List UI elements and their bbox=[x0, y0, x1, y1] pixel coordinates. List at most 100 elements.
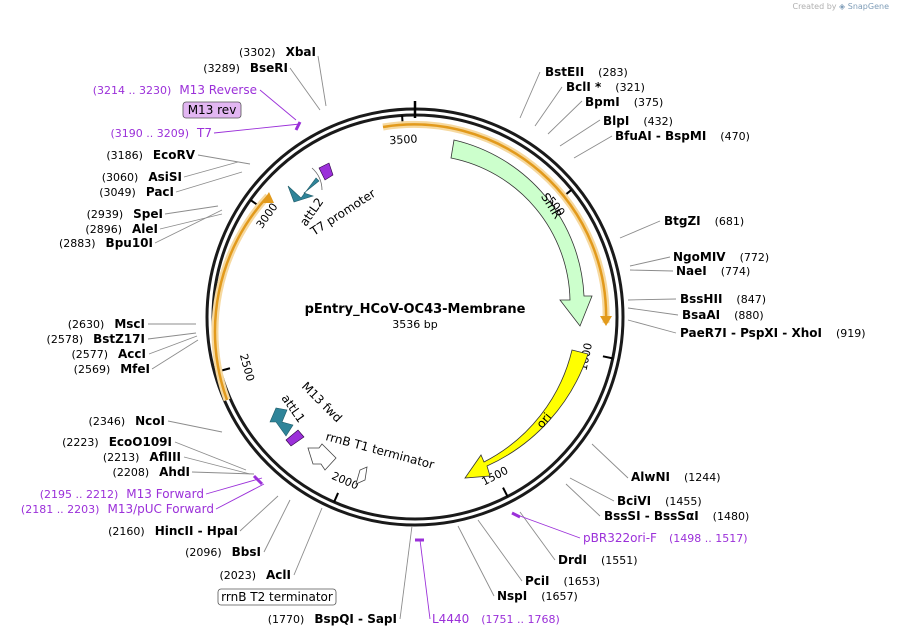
primer-label[interactable]: L4440 bbox=[432, 612, 469, 626]
site-label[interactable]: SpeI bbox=[133, 207, 163, 221]
snapgene-logo-icon: ◈ bbox=[839, 2, 846, 11]
svg-text:PciI(1653): PciI(1653) bbox=[525, 574, 600, 588]
primer-label[interactable]: T7 bbox=[196, 126, 212, 140]
m13-forward-marker bbox=[252, 474, 264, 486]
leader-line bbox=[419, 539, 431, 620]
site-label[interactable]: BtgZI bbox=[664, 214, 701, 228]
svg-text:BciVI(1455): BciVI(1455) bbox=[617, 494, 702, 508]
leader-line bbox=[629, 256, 671, 267]
pbr322ori-marker bbox=[511, 511, 521, 519]
m13-rev-label: M13 rev bbox=[188, 103, 237, 117]
svg-text:BpmI(375): BpmI(375) bbox=[585, 95, 663, 109]
primer-label[interactable]: pBR322ori-F bbox=[583, 531, 657, 545]
site-label[interactable]: AccI bbox=[118, 347, 146, 361]
leader-line bbox=[263, 499, 291, 553]
snapgene-credit: Created by ◈ SnapGene bbox=[792, 2, 889, 11]
leader-line bbox=[205, 477, 263, 495]
site-label[interactable]: NspI bbox=[497, 589, 527, 603]
plasmid-name: pEntry_HCoV-OC43-Membrane bbox=[305, 302, 526, 317]
site-label[interactable]: PacI bbox=[146, 185, 174, 199]
site-label[interactable]: MfeI bbox=[120, 362, 150, 376]
site-label[interactable]: BsaAI bbox=[682, 308, 720, 322]
credit-brand: SnapGene bbox=[847, 2, 889, 11]
site-label[interactable]: HincII - HpaI bbox=[155, 524, 238, 538]
site-label[interactable]: AflIII bbox=[149, 450, 181, 464]
leader-line bbox=[183, 161, 239, 178]
leader-line bbox=[317, 55, 327, 107]
primer-label[interactable]: M13/pUC Forward bbox=[107, 502, 214, 516]
svg-text:NgoMIV(772): NgoMIV(772) bbox=[673, 250, 769, 264]
site-label[interactable]: BclI * bbox=[566, 80, 602, 94]
tick-mark bbox=[602, 355, 613, 360]
site-label[interactable]: XbaI bbox=[286, 45, 316, 59]
svg-text:(3060)AsiSI: (3060)AsiSI bbox=[102, 170, 182, 184]
tick-mark bbox=[502, 487, 509, 497]
site-label[interactable]: BfuAI - BspMI bbox=[615, 129, 706, 143]
svg-text:(3302)XbaI: (3302)XbaI bbox=[239, 45, 316, 59]
rrnb-t2-arrow[interactable] bbox=[355, 466, 368, 485]
leader-line bbox=[569, 477, 615, 502]
site-label[interactable]: BbsI bbox=[232, 545, 261, 559]
site-label[interactable]: MscI bbox=[114, 317, 145, 331]
site-label[interactable]: PaeR7I - PspXI - XhoI bbox=[680, 326, 822, 340]
site-label[interactable]: BpmI bbox=[585, 95, 620, 109]
site-label[interactable]: Bpu10I bbox=[106, 236, 153, 250]
svg-text:(3214 .. 3230)M13 Reverse: (3214 .. 3230)M13 Reverse bbox=[93, 83, 257, 97]
ori-arrow[interactable] bbox=[464, 349, 589, 479]
site-label[interactable]: BspQI - SapI bbox=[314, 612, 397, 626]
site-label[interactable]: PciI bbox=[525, 574, 550, 588]
site-label[interactable]: AsiSI bbox=[148, 170, 182, 184]
leader-line bbox=[259, 89, 297, 121]
site-label[interactable]: BssSI - BssSαI bbox=[604, 509, 699, 523]
primer-label[interactable]: M13 Forward bbox=[126, 487, 204, 501]
site-label[interactable]: EcoRV bbox=[153, 148, 196, 162]
leader-line bbox=[159, 213, 223, 230]
attl1-arrow[interactable] bbox=[269, 407, 294, 437]
svg-text:(2883)Bpu10I: (2883)Bpu10I bbox=[59, 236, 153, 250]
svg-text:NaeI(774): NaeI(774) bbox=[676, 264, 750, 278]
site-label[interactable]: BciVI bbox=[617, 494, 651, 508]
svg-text:(2096)BbsI: (2096)BbsI bbox=[185, 545, 261, 559]
m13-fwd-marker[interactable] bbox=[285, 429, 305, 447]
svg-text:BfuAI - BspMI(470): BfuAI - BspMI(470) bbox=[615, 129, 750, 143]
t7-promoter-marker[interactable] bbox=[318, 162, 334, 181]
site-label[interactable]: AlwNI bbox=[631, 470, 670, 484]
site-label[interactable]: BstZ17I bbox=[93, 332, 145, 346]
m13-rev-box[interactable] bbox=[182, 101, 242, 119]
orf-arc-left-arrowhead bbox=[262, 192, 274, 203]
rrnb-t2-box[interactable] bbox=[217, 588, 337, 606]
attl2-arrow[interactable] bbox=[287, 177, 320, 203]
leader-line bbox=[293, 507, 323, 576]
site-label[interactable]: AhdI bbox=[159, 465, 190, 479]
site-label[interactable]: EcoO109I bbox=[109, 435, 172, 449]
site-label[interactable]: NaeI bbox=[676, 264, 707, 278]
leader-line bbox=[399, 525, 413, 620]
svg-text:(1770)BspQI - SapI: (1770)BspQI - SapI bbox=[268, 612, 397, 626]
svg-text:(2195 .. 2212)M13 Forward: (2195 .. 2212)M13 Forward bbox=[40, 487, 204, 501]
site-label[interactable]: BssHII bbox=[680, 292, 722, 306]
tick-label: 2500 bbox=[237, 352, 257, 382]
svg-text:BclI *(321): BclI *(321) bbox=[566, 80, 645, 94]
svg-text:BstEII(283): BstEII(283) bbox=[545, 65, 628, 79]
site-label[interactable]: AleI bbox=[132, 222, 158, 236]
leader-line bbox=[147, 332, 197, 340]
site-label[interactable]: AclI bbox=[266, 568, 291, 582]
site-label[interactable]: BstEII bbox=[545, 65, 584, 79]
leader-line bbox=[151, 339, 199, 370]
svg-text:(2630)MscI: (2630)MscI bbox=[68, 317, 145, 331]
smr-arrow[interactable] bbox=[450, 139, 593, 327]
svg-text:(2569)MfeI: (2569)MfeI bbox=[74, 362, 150, 376]
primer-label[interactable]: M13 Reverse bbox=[179, 83, 257, 97]
svg-text:pBR322ori-F(1498 .. 1517): pBR322ori-F(1498 .. 1517) bbox=[583, 531, 748, 545]
site-label[interactable]: BlpI bbox=[603, 114, 629, 128]
leader-line bbox=[457, 525, 495, 597]
rrnb-t1-arrow[interactable] bbox=[307, 443, 337, 471]
leader-line bbox=[148, 335, 198, 355]
site-label[interactable]: NgoMIV bbox=[673, 250, 726, 264]
site-label[interactable]: DrdI bbox=[558, 553, 587, 567]
site-label[interactable]: NcoI bbox=[135, 414, 165, 428]
svg-text:(3190 .. 3209)T7: (3190 .. 3209)T7 bbox=[110, 126, 212, 140]
site-label[interactable]: BseRI bbox=[250, 61, 288, 75]
svg-text:(3049)PacI: (3049)PacI bbox=[99, 185, 174, 199]
svg-text:(2896)AleI: (2896)AleI bbox=[85, 222, 158, 236]
